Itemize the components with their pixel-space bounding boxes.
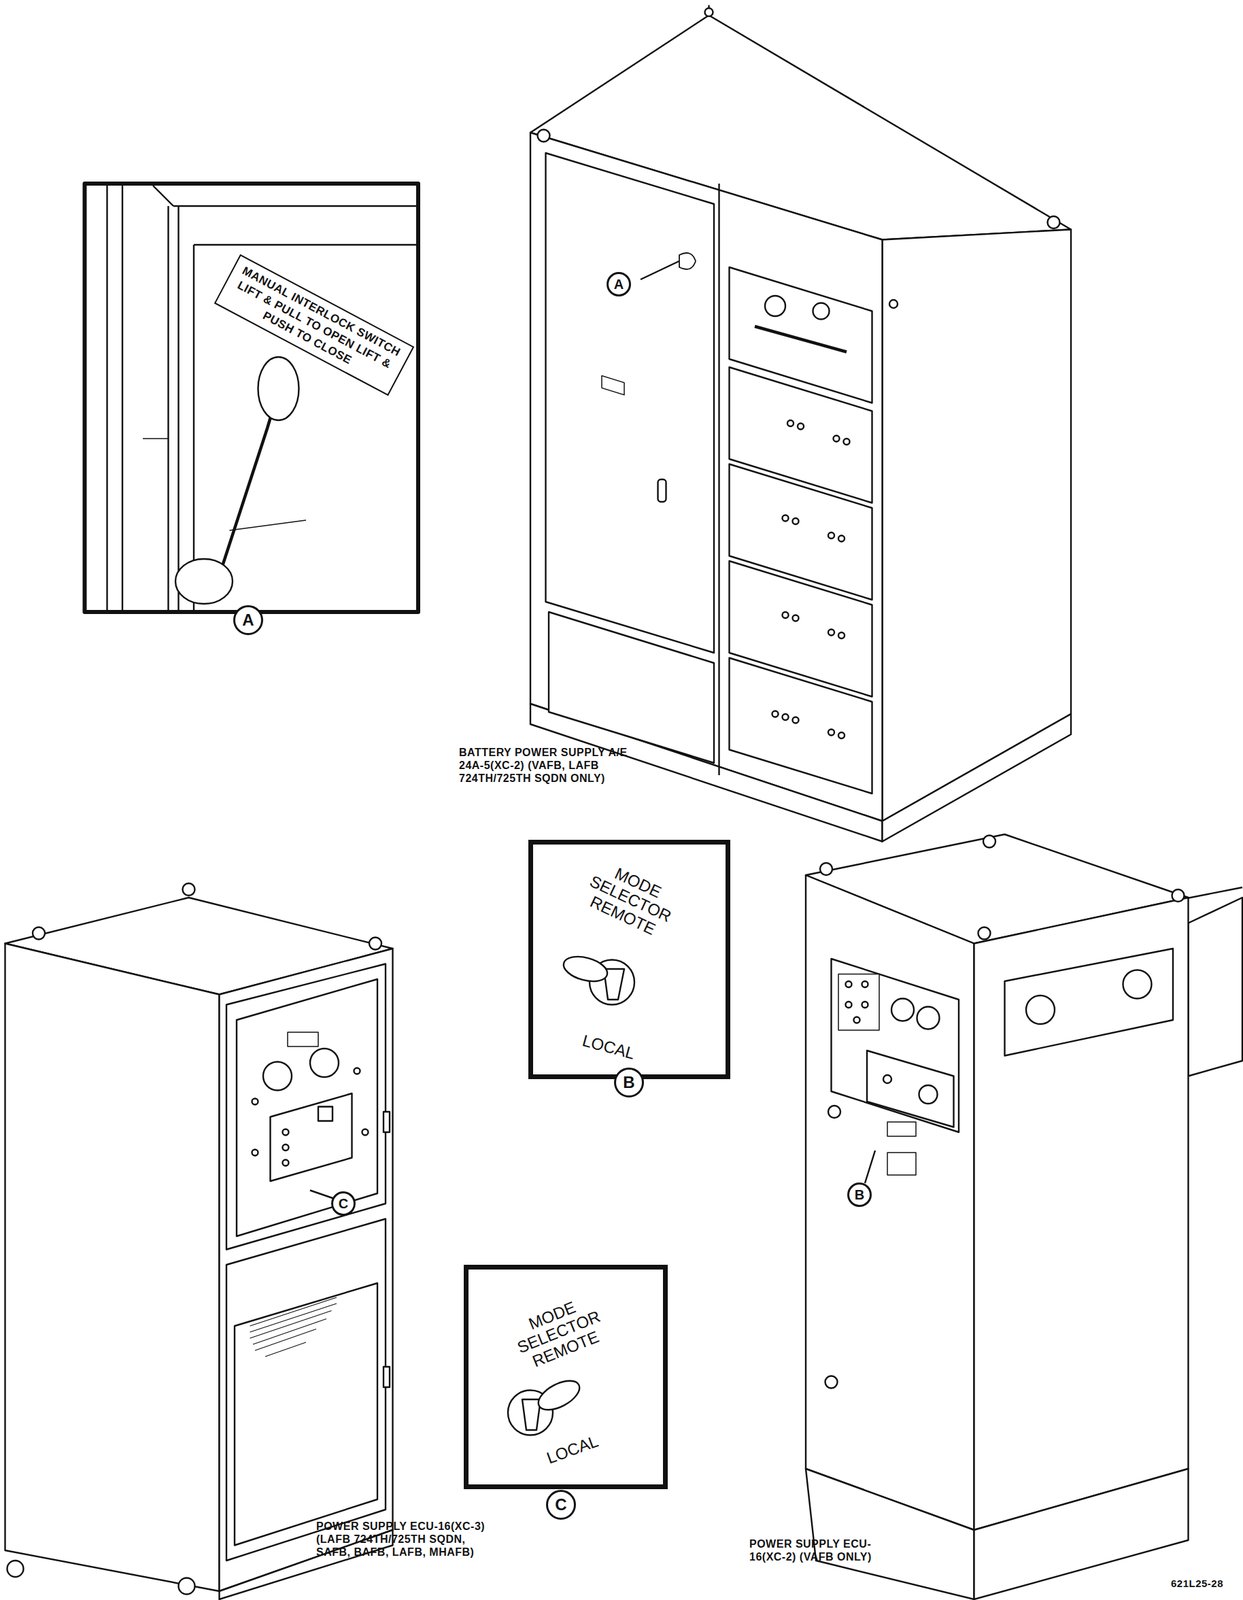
callout-letter: A [606, 271, 632, 297]
panel-engraving: LOCAL [569, 1028, 647, 1066]
panel-engraving: LOCAL [534, 1428, 611, 1471]
panel-engraving: MODE SELECTOR REMOTE [572, 853, 688, 946]
equipment-caption: POWER SUPPLY ECU-16(XC-3)(LAFB 724TH/725… [316, 1520, 497, 1560]
equipment-caption: POWER SUPPLY ECU-16(XC-2) (VAFB ONLY) [749, 1538, 899, 1564]
detail-frame: MODE SELECTOR REMOTE LOCAL [463, 1264, 668, 1490]
callout-letter: C [546, 1489, 576, 1520]
panel-engraving: MODE SELECTOR REMOTE [501, 1288, 617, 1377]
callout-letter: B [614, 1067, 644, 1098]
callout-letter: C [331, 1191, 356, 1216]
detail-frame: MODE SELECTOR REMOTE LOCAL [528, 839, 731, 1080]
callout-letter: A [233, 605, 264, 636]
equipment-caption: BATTERY POWER SUPPLY A/E 24A-5(XC-2) (VA… [458, 746, 633, 786]
callout-letter: B [847, 1182, 872, 1207]
equipment-caption: 621L25-28 [1170, 1577, 1239, 1590]
